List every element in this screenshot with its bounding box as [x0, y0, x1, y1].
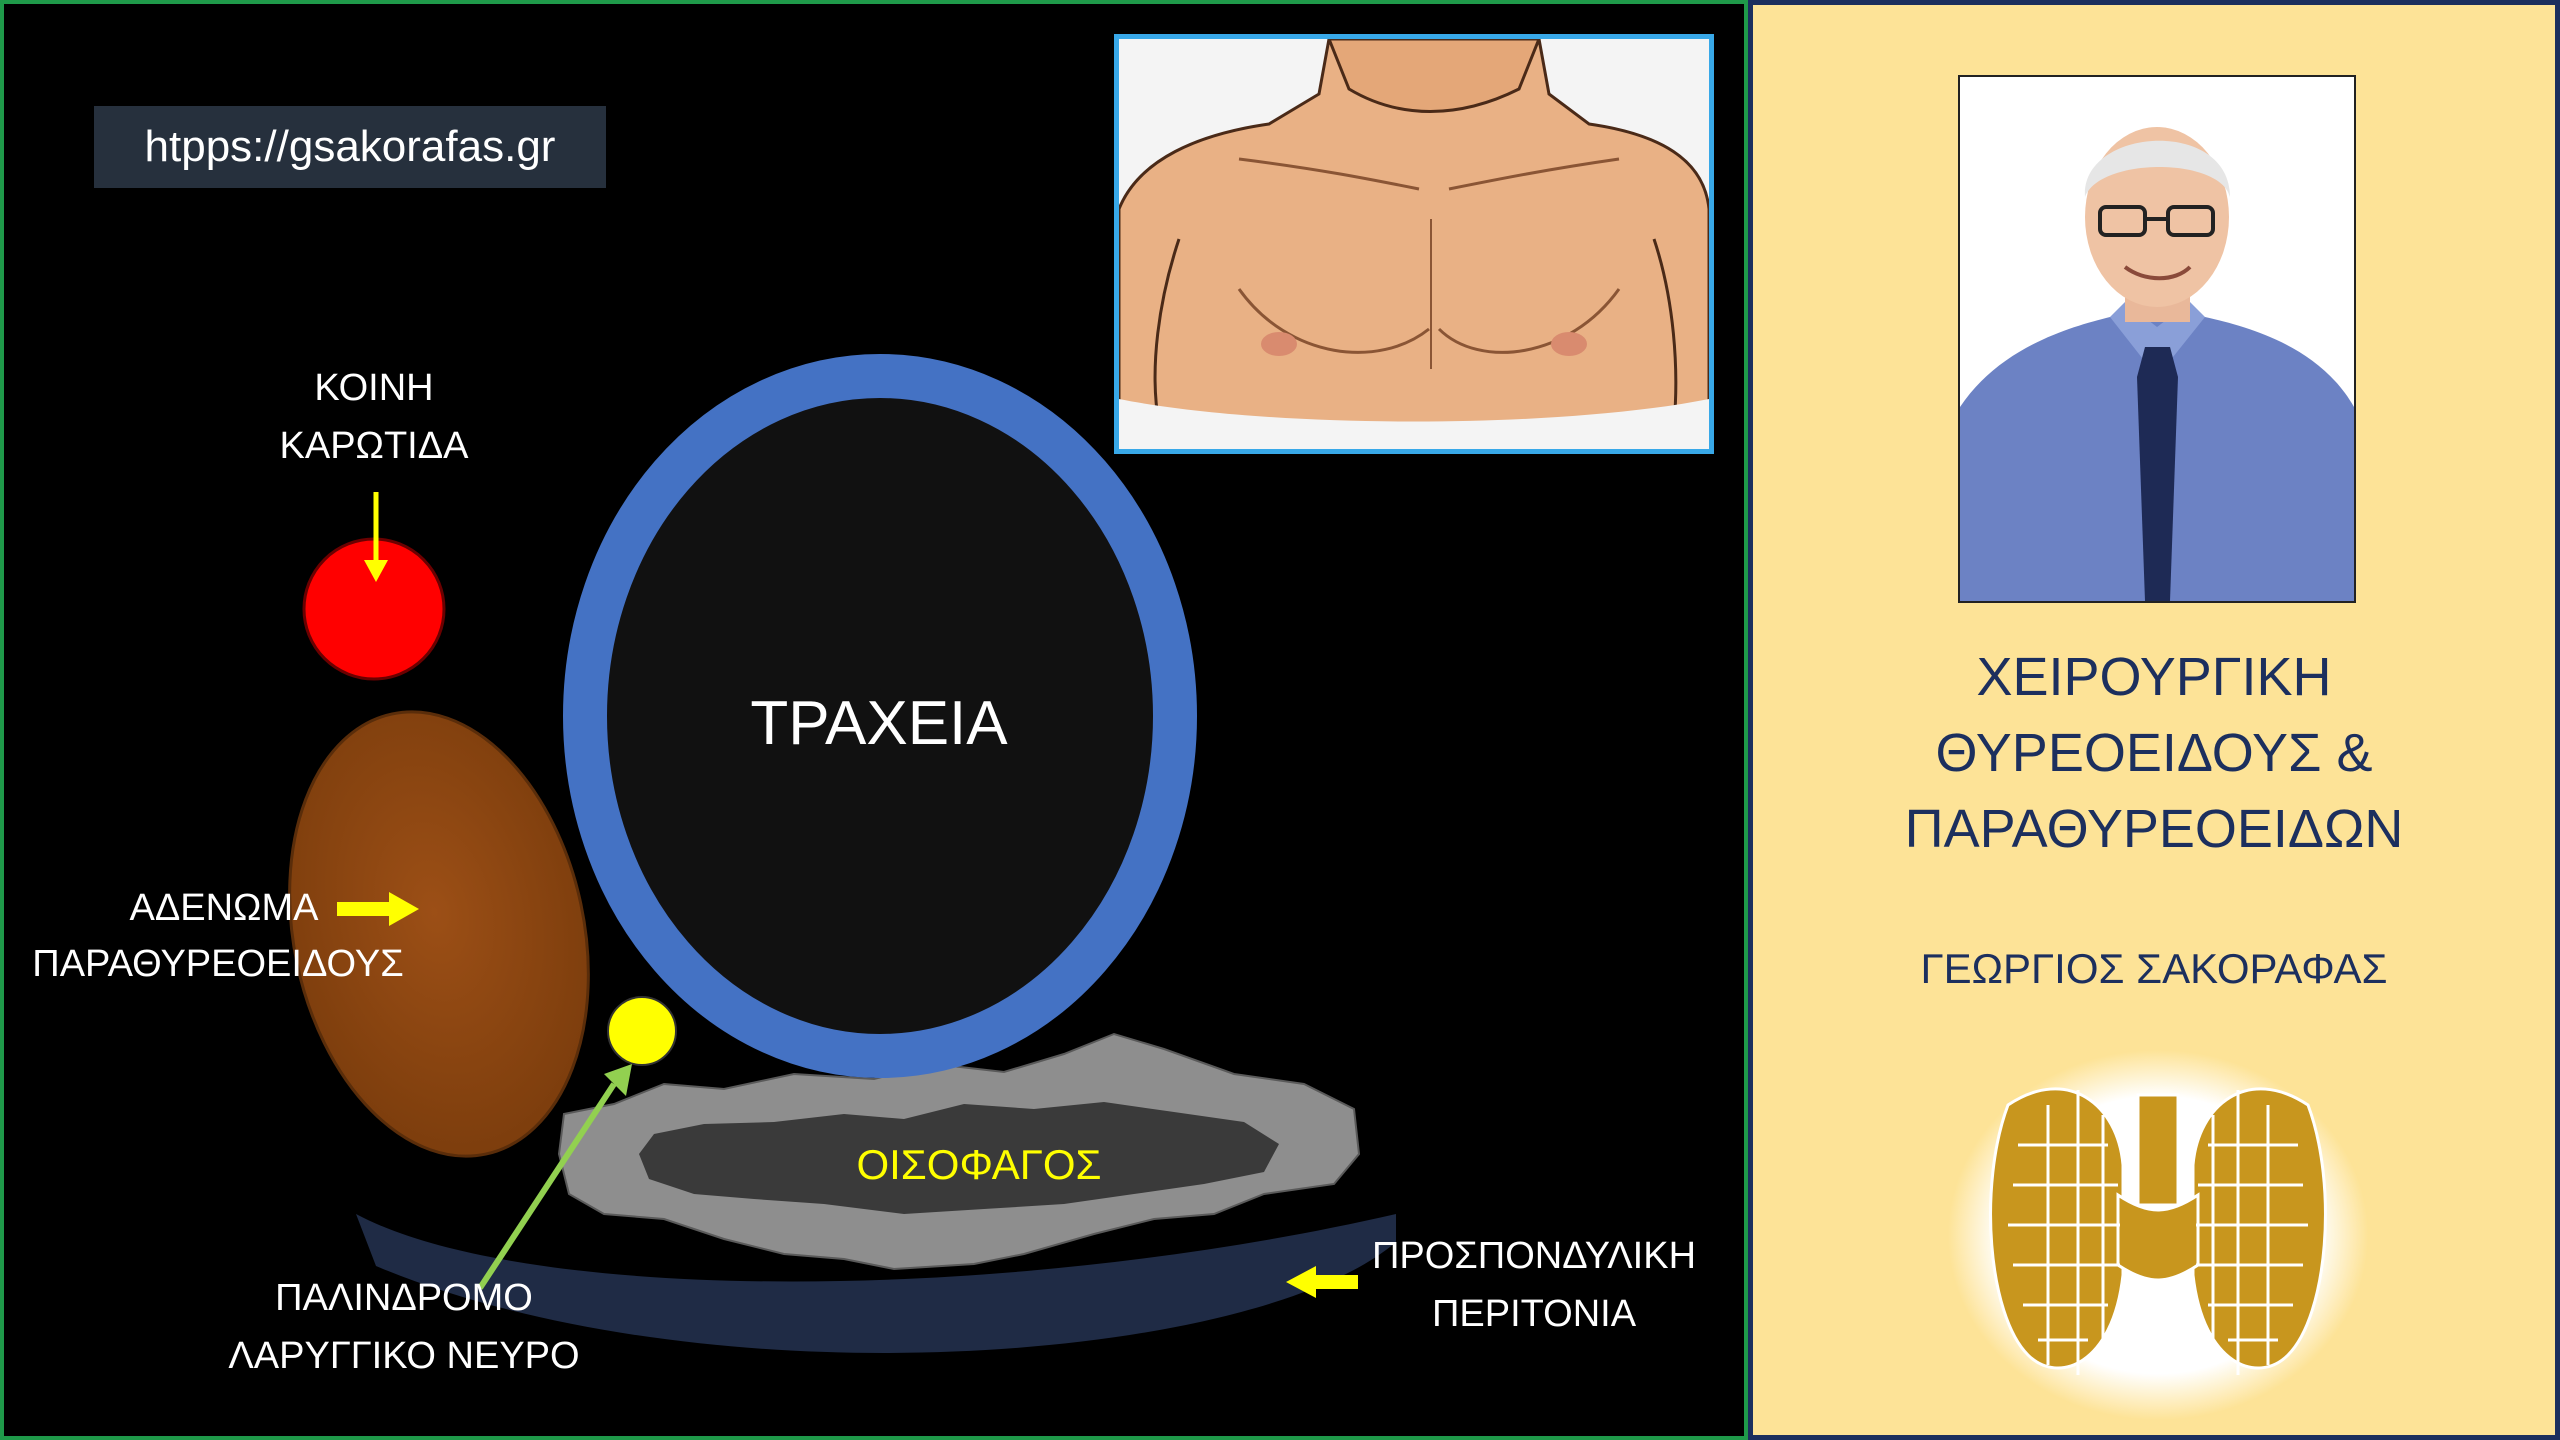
- carotid-arrow: [364, 492, 388, 582]
- sidebar-title-line2: ΘΥΡΕΟΕΙΔΟΥΣ &: [1935, 723, 2373, 783]
- nerve-label-line1: ΠΑΛΙΝΔΡΟΜΟ: [275, 1277, 533, 1319]
- chest-illustration: [1119, 39, 1709, 449]
- adenoma-label-line1: ΑΔΕΝΩΜΑ: [129, 887, 319, 929]
- parathyroid-adenoma-shape: [288, 710, 590, 1158]
- adenoma-arrow: [337, 892, 419, 926]
- nerve-arrow: [477, 1064, 632, 1290]
- trachea-ring: [563, 354, 1197, 1078]
- esophagus-lumen-shape: [639, 1102, 1279, 1214]
- carotid-label-line2: ΚΑΡΩΤΙΔΑ: [279, 425, 469, 467]
- sidebar-title-line3: ΠΑΡΑΘΥΡΕΟΕΙΔΩΝ: [1904, 799, 2404, 859]
- fascia-label-line1: ΠΡΟΣΠΟΝΔΥΛΙΚΗ: [1371, 1235, 1697, 1277]
- website-url[interactable]: htpps://gsakorafas.gr: [94, 106, 606, 188]
- author-portrait-illustration: [1960, 77, 2354, 601]
- chest-illustration-inset: [1114, 34, 1714, 454]
- nerve-label-line2: ΛΑΡΥΓΓΙΚΟ ΝΕΥΡΟ: [228, 1335, 580, 1377]
- prevertebral-fascia-shape: [356, 1214, 1396, 1353]
- adenoma-label-line2: ΠΑΡΑΘΥΡΕΟΕΙΔΟΥΣ: [32, 943, 404, 985]
- esophagus-label: ΟΙΣΟΦΑΓΟΣ: [856, 1141, 1102, 1188]
- recurrent-laryngeal-nerve-shape: [607, 996, 677, 1066]
- sidebar-title-line1: ΧΕΙΡΟΥΡΓΙΚΗ: [1976, 647, 2332, 707]
- carotid-label-line1: ΚΟΙΝΗ: [314, 367, 434, 409]
- author-name: ΓΕΩΡΓΙΟΣ ΣΑΚΟΡΑΦΑΣ: [1920, 945, 2388, 992]
- diagram-panel: htpps://gsakorafas.gr ΚΟΙΝΗ ΚΑΡΩΤΙΔΑ ΑΔΕ…: [0, 0, 1748, 1440]
- fascia-label-line2: ΠΕΡΙΤΟΝΙΑ: [1431, 1293, 1637, 1335]
- sidebar-panel: ΧΕΙΡΟΥΡΓΙΚΗ ΘΥΡΕΟΕΙΔΟΥΣ & ΠΑΡΑΘΥΡΕΟΕΙΔΩΝ…: [1748, 0, 2560, 1440]
- thyroid-logo: [1948, 1045, 2368, 1425]
- neck-cross-section-diagram: [288, 354, 1396, 1353]
- author-photo: [1958, 75, 2356, 603]
- trachea-label: ΤΡΑΧΕΙΑ: [750, 689, 1008, 758]
- thyroid-gland-graphic: [1948, 1050, 2368, 1420]
- fascia-arrow: [1286, 1266, 1358, 1298]
